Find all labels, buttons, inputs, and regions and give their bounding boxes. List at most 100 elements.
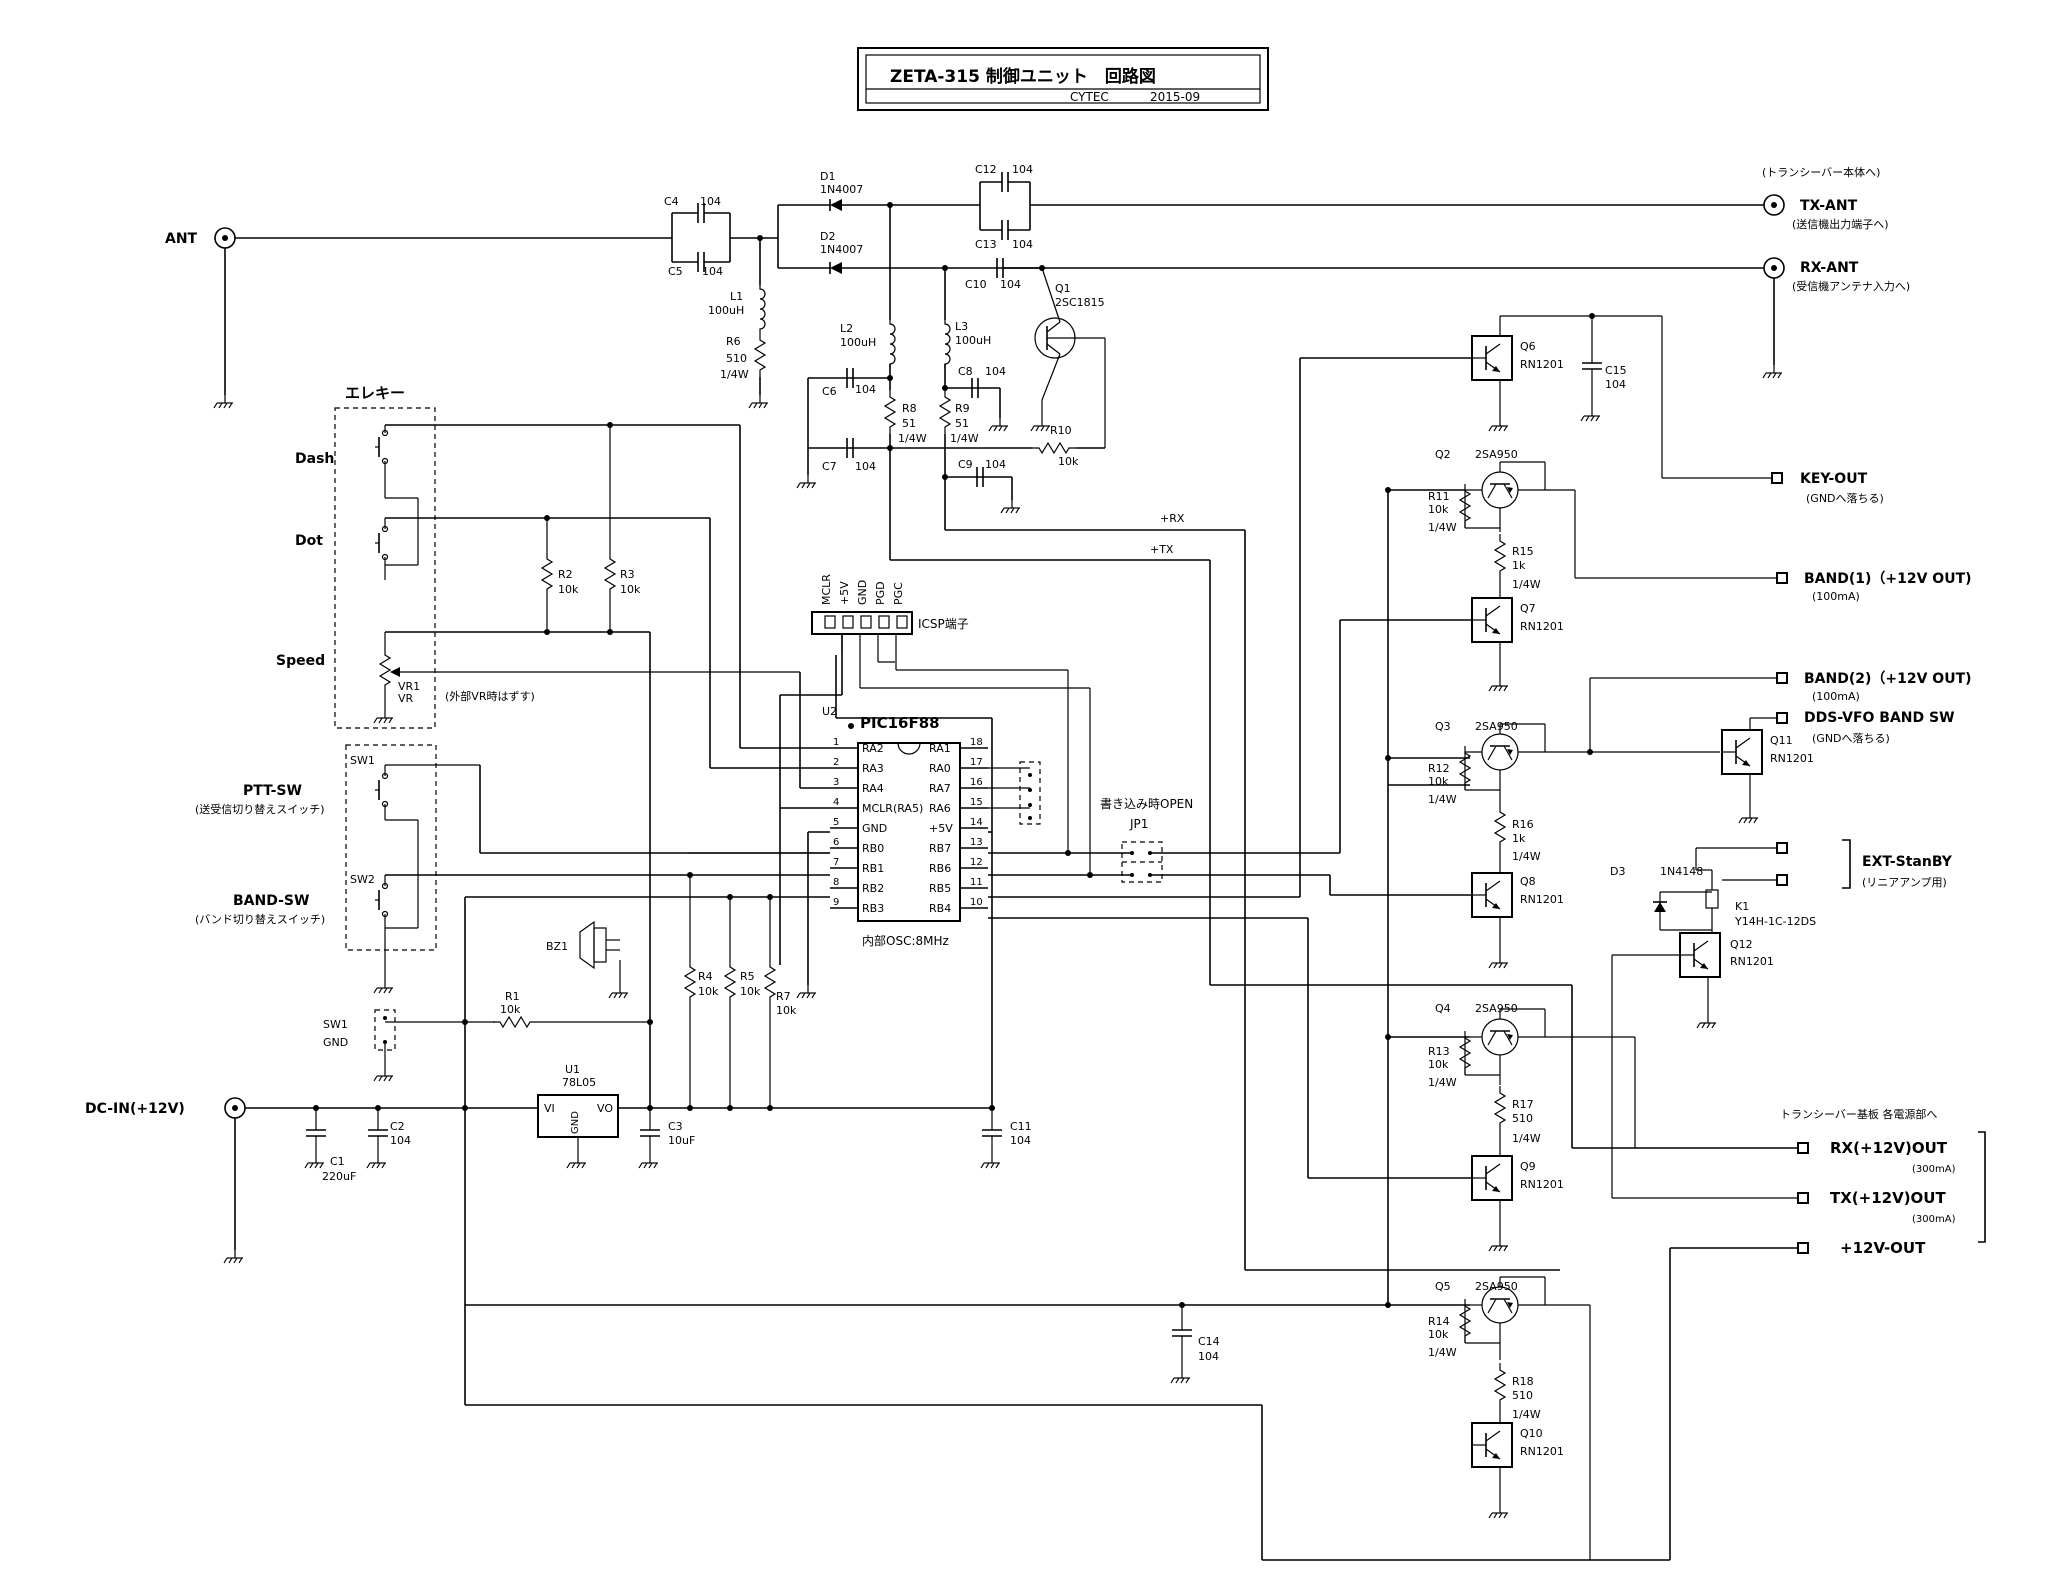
mcu-pin-name: RA7	[929, 782, 951, 795]
band-sw-label: BAND-SW	[233, 893, 309, 909]
q3-label: Q3	[1435, 720, 1451, 733]
icsp-pin-label: +5V	[838, 581, 851, 605]
mcu-pin-name: RB0	[862, 842, 884, 855]
q12-part: RN1201	[1730, 955, 1774, 968]
q7-label: Q7	[1520, 602, 1536, 615]
mcu-pin-name: RA0	[929, 762, 951, 775]
mcu-pin-number: 5	[833, 817, 839, 828]
gnd-label: GND	[323, 1036, 348, 1049]
q4-label: Q4	[1435, 1002, 1451, 1015]
power-heading: トランシーバー基板 各電源部へ	[1780, 1107, 1937, 1121]
c4-value: 104	[700, 195, 721, 208]
mcu-pin-number: 11	[970, 877, 983, 888]
c11-label: C11	[1010, 1120, 1032, 1133]
rx-out-current: (300mA)	[1912, 1164, 1956, 1175]
band1-current: (100mA)	[1812, 590, 1860, 603]
dds-note: (GNDへ落ちる)	[1812, 732, 1890, 745]
r15-label: R15	[1512, 545, 1534, 558]
c11-value: 104	[1010, 1134, 1031, 1147]
mcu-pin-number: 4	[833, 797, 839, 808]
r16-watt: 1/4W	[1512, 850, 1541, 863]
jp1-label: JP1	[1129, 817, 1148, 831]
q5-label: Q5	[1435, 1280, 1451, 1293]
mcu-pin-name: RB4	[929, 902, 951, 915]
tx-ant-label: TX-ANT	[1800, 198, 1858, 214]
l1-label: L1	[730, 290, 743, 303]
mcu-pin-number: 15	[970, 797, 983, 808]
c3-value: 10uF	[668, 1134, 695, 1147]
pullup-resistors: R4 10k R5 10k R7 10k BZ1	[546, 852, 830, 1108]
vr1-label: VR1	[398, 680, 420, 693]
u1-part: 78L05	[562, 1076, 596, 1089]
u1-vi: VI	[544, 1102, 555, 1115]
q12-label: Q12	[1730, 938, 1753, 951]
u1-gnd: GND	[570, 1111, 581, 1134]
keyer-heading: エレキー	[345, 384, 405, 402]
l2-label: L2	[840, 322, 853, 335]
q10-label: Q10	[1520, 1427, 1543, 1440]
sw1-lower-label: SW1	[323, 1018, 348, 1031]
l1-value: 100uH	[708, 304, 744, 317]
c14-label: C14	[1198, 1335, 1220, 1348]
c6-value: 104	[855, 383, 876, 396]
r17-watt: 1/4W	[1512, 1132, 1541, 1145]
band-sw-note: (バンド切り替えスイッチ)	[195, 912, 325, 926]
mcu-pin-number: 6	[833, 837, 839, 848]
mcu-right-nets: 書き込み時OPEN JP1	[988, 357, 1798, 1271]
icsp-pin-label: GND	[856, 580, 869, 605]
r1-value: 10k	[500, 1003, 521, 1016]
q3-part: 2SA950	[1475, 720, 1518, 733]
mcu-pin-name: RA3	[862, 762, 884, 775]
r12-label: R12	[1428, 762, 1450, 775]
r18-value: 510	[1512, 1389, 1533, 1402]
r8-watt: 1/4W	[898, 432, 927, 445]
l2-value: 100uH	[840, 336, 876, 349]
key-out-note: (GNDへ落ちる)	[1806, 492, 1884, 505]
c6-label: C6	[822, 385, 837, 398]
q6-part: RN1201	[1520, 358, 1564, 371]
r9-watt: 1/4W	[950, 432, 979, 445]
speed-label: Speed	[276, 653, 325, 669]
mcu-pin-name: GND	[862, 822, 887, 835]
icsp-pin	[824, 615, 836, 629]
r3-label: R3	[620, 568, 635, 581]
tx-ant-note: (送信機出力端子へ)	[1792, 217, 1889, 231]
mcu-pin-name: RB2	[862, 882, 884, 895]
tx-out-label: TX(+12V)OUT	[1830, 1189, 1946, 1207]
c12-value: 104	[1012, 163, 1033, 176]
ext-label: EXT-StanBY	[1862, 854, 1953, 870]
title-block: ZETA-315 制御ユニット 回路図 CYTEC 2015-09	[857, 47, 1269, 111]
title-company: CYTEC	[1070, 90, 1109, 104]
c8-value: 104	[985, 365, 1006, 378]
mcu-pin-number: 3	[833, 777, 839, 788]
q8-label: Q8	[1520, 875, 1536, 888]
mcu-pin-number: 18	[970, 737, 983, 748]
sw2-label: SW2	[350, 873, 375, 886]
c2-label: C2	[390, 1120, 405, 1133]
rx-net-label: +RX	[1160, 512, 1185, 525]
r17-value: 510	[1512, 1112, 1533, 1125]
q2-label: Q2	[1435, 448, 1451, 461]
r18-label: R18	[1512, 1375, 1534, 1388]
q4-part: 2SA950	[1475, 1002, 1518, 1015]
c13-value: 104	[1012, 238, 1033, 251]
c7-label: C7	[822, 460, 837, 473]
c5-label: C5	[668, 265, 683, 278]
icsp-pin	[860, 615, 872, 629]
icsp-pin	[878, 615, 890, 629]
mcu-osc: 内部OSC:8MHz	[862, 933, 949, 948]
r14-watt: 1/4W	[1428, 1346, 1457, 1359]
r5-value: 10k	[740, 985, 761, 998]
q10-part: RN1201	[1520, 1445, 1564, 1458]
q5-part: 2SA950	[1475, 1280, 1518, 1293]
r4-label: R4	[698, 970, 713, 983]
r7-value: 10k	[776, 1004, 797, 1017]
c14-value: 104	[1198, 1350, 1219, 1363]
mcu-pin-number: 1	[833, 737, 839, 748]
power-supply: DC-IN(+12V) C1 220uF C2 104 U1 78L05 VI …	[85, 487, 1798, 1561]
c3-label: C3	[668, 1120, 683, 1133]
mcu-pin-name: RB5	[929, 882, 951, 895]
